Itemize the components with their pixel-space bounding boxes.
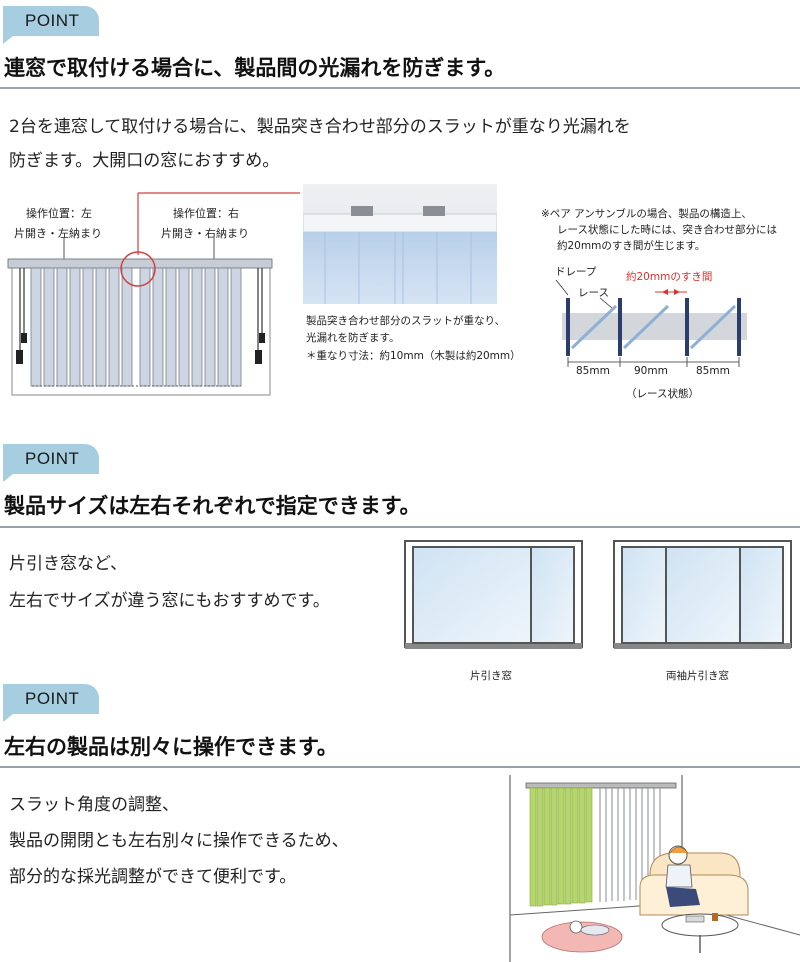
point-label: POINT bbox=[25, 449, 80, 468]
overlap-photo bbox=[303, 184, 497, 304]
photo-caption: 光漏れを防ぎます。 bbox=[306, 332, 400, 344]
divider bbox=[0, 87, 800, 89]
photo-caption: 製品突き合わせ部分のスラットが重なり、 bbox=[306, 315, 506, 327]
note-text: レース状態にした時には、突き合わせ部分には bbox=[557, 224, 777, 236]
dimension-label: 90mm bbox=[634, 365, 668, 377]
body-line: スラット角度の調整、 bbox=[9, 795, 179, 815]
section-heading-2: 製品サイズは左右それぞれで指定できます。 bbox=[4, 494, 421, 518]
point-tag-1: POINT bbox=[3, 6, 99, 44]
left-operation-label: 片開き・左納まり bbox=[14, 227, 102, 240]
right-operation-label: 片開き・右納まり bbox=[161, 227, 249, 240]
note-text: 約20mmのすき間が生じます。 bbox=[557, 240, 706, 252]
body-line: 部分的な採光調整ができて便利です。 bbox=[9, 867, 297, 887]
drape-label: ドレープ bbox=[555, 266, 597, 278]
body-line: 2台を連窓して取付ける場合に、製品突き合わせ部分のスラットが重なり光漏れを bbox=[9, 117, 631, 137]
double-sided-window-illustration bbox=[613, 540, 792, 649]
right-operation-label: 操作位置：右 bbox=[173, 207, 239, 220]
dimension-label: 85mm bbox=[696, 365, 730, 377]
section-heading-1: 連窓で取付ける場合に、製品間の光漏れを防ぎます。 bbox=[4, 56, 506, 80]
point-label: POINT bbox=[25, 11, 80, 30]
body-line: 片引き窓など、 bbox=[9, 554, 128, 574]
window-caption: 片引き窓 bbox=[470, 670, 512, 682]
point-tag-3: POINT bbox=[3, 684, 99, 722]
sliding-window-illustration bbox=[404, 540, 583, 649]
divider bbox=[0, 526, 800, 528]
gap-label: 約20mmのすき間 bbox=[626, 271, 713, 283]
point-tag-2: POINT bbox=[3, 444, 99, 482]
divider bbox=[0, 766, 800, 768]
body-line: 製品の開閉とも左右別々に操作できるため、 bbox=[9, 831, 349, 851]
blind-diagram bbox=[7, 192, 300, 396]
photo-caption-note: ＊重なり寸法：約10mm（木製は約20mm） bbox=[306, 350, 521, 362]
dimension-label: 85mm bbox=[576, 365, 610, 377]
body-line: 防ぎます。大開口の窓におすすめ。 bbox=[9, 151, 280, 171]
section-heading-3: 左右の製品は別々に操作できます。 bbox=[4, 735, 338, 759]
left-operation-label: 操作位置：左 bbox=[26, 207, 92, 220]
pair-ensemble-diagram bbox=[555, 279, 747, 367]
body-line: 左右でサイズが違う窓にもおすすめです。 bbox=[9, 591, 330, 611]
room-illustration bbox=[509, 775, 800, 962]
lace-label: レース bbox=[578, 287, 609, 299]
note-text: ※ペア アンサンブルの場合、製品の構造上、 bbox=[541, 208, 752, 220]
window-caption: 両袖片引き窓 bbox=[666, 670, 729, 682]
state-label: （レース状態） bbox=[626, 388, 699, 400]
point-label: POINT bbox=[25, 689, 80, 708]
